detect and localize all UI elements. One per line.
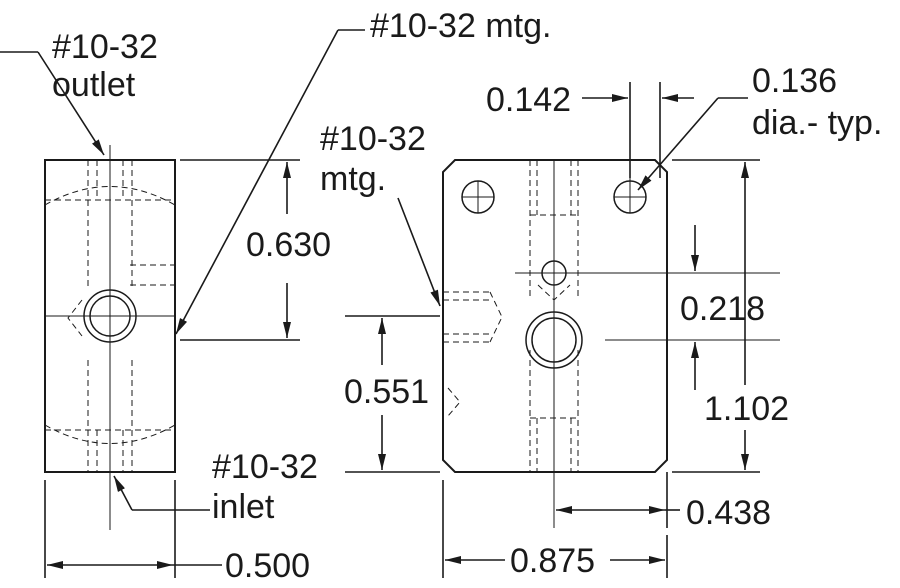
leader-mtg-side [397,197,441,307]
leader-mtg [175,29,339,335]
side-view-hidden-arc-bottom [44,424,176,444]
front-view-outline [442,159,668,473]
dimension-0875: 0.875 [510,542,595,580]
inlet-label-line2: inlet [212,488,275,526]
dia-label-line2: dia.- typ. [752,104,882,142]
dimension-0630: 0.630 [246,226,331,264]
dimension-lines [44,82,760,578]
dimension-0142: 0.142 [486,81,571,119]
mtg-label: #10-32 mtg. [370,7,551,45]
outlet-label-line2: outlet [52,66,136,104]
dia-label-line1: 0.136 [752,62,837,100]
dimension-1102: 1.102 [704,390,789,428]
side-view [44,145,176,530]
leader-lines [0,29,748,511]
outlet-label-line1: #10-32 [52,28,158,66]
side-view-hidden-arc-top [44,186,176,206]
side-view-hidden-chamfer [67,299,83,337]
leader-outlet [37,51,105,156]
dimension-0551: 0.551 [344,373,429,411]
dimension-0218: 0.218 [680,290,765,328]
front-view-hidden-mtg-tip [489,291,503,343]
leader-dia [637,97,719,191]
dimension-0438: 0.438 [686,494,771,532]
mtg-side-label-line2: mtg. [320,160,386,198]
leader-inlet [113,475,133,511]
front-view-hidden-notch [447,387,461,417]
mtg-side-label-line1: #10-32 [320,120,426,158]
front-view [442,159,780,528]
dimension-0500: 0.500 [225,547,310,585]
inlet-label-line1: #10-32 [212,448,318,486]
labels: #10-32 outlet #10-32 mtg. #10-32 mtg. 0.… [52,7,882,585]
